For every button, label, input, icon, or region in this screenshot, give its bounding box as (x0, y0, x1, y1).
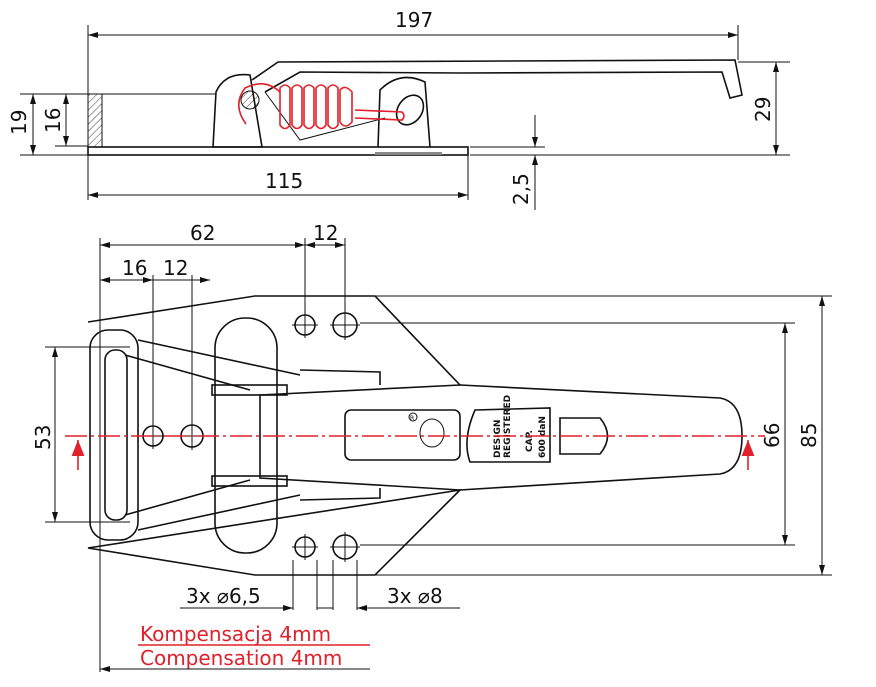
dim-2-5: 2,5 (509, 173, 533, 205)
marking-load: 600 daN (538, 416, 548, 458)
lever-slot (559, 417, 609, 455)
pivot-pin (240, 90, 260, 110)
logo-emblem (419, 418, 445, 448)
dim-16: 16 (41, 108, 65, 133)
dim-12-left: 12 (163, 256, 188, 280)
dim-66: 66 (760, 423, 784, 448)
marking-design: DESIGN (493, 420, 503, 458)
dim-16-top: 16 (122, 256, 147, 280)
lever-side (251, 59, 743, 99)
note-english: Compensation 4mm (140, 646, 342, 670)
spring (237, 83, 405, 130)
bail-loop (89, 329, 139, 541)
dim-197: 197 (395, 8, 433, 32)
marking-registered: REGISTERED (503, 395, 513, 458)
dim-29: 29 (751, 97, 775, 122)
note-polish: Kompensacja 4mm (140, 622, 331, 646)
dim-19: 19 (7, 110, 31, 135)
side-view: 197 19 16 1 (7, 8, 790, 210)
dim-62: 62 (190, 221, 215, 245)
top-view: 62 12 16 12 R DESIGN REGISTERED CAP. 600… (31, 221, 832, 672)
dim-115: 115 (265, 169, 303, 193)
marking-plate (466, 407, 551, 463)
dim-53: 53 (31, 425, 55, 450)
dim-12-top: 12 (313, 221, 338, 245)
label-plate (344, 409, 461, 461)
holes-large-callout: 3x ⌀8 (387, 584, 443, 608)
marking-cap: CAP. (525, 430, 535, 452)
base-plate (87, 146, 469, 156)
dim-85: 85 (797, 423, 821, 448)
hinge-lug-left (212, 73, 263, 148)
hinge-lug-right (377, 76, 431, 148)
holes-small-callout: 3x ⌀6,5 (186, 584, 261, 608)
bail-section (87, 93, 103, 148)
base-plate-outline (87, 295, 463, 576)
registered-mark: R (410, 415, 414, 422)
